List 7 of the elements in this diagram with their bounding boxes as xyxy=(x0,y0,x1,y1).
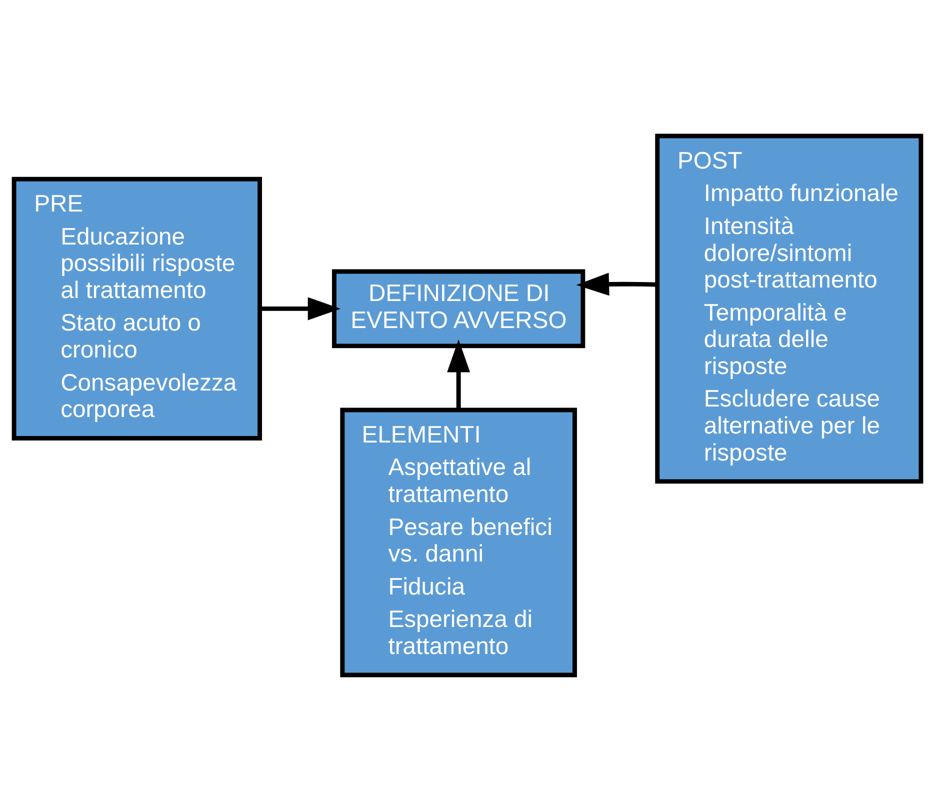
node-box: PRE Educazione possibili risposte al trattamento Stato acuto o cronico Consapevolezza corporea xyxy=(12,176,262,440)
node-box: DEFINIZIONE DI EVENTO AVVERSO xyxy=(332,269,586,348)
arrow xyxy=(260,297,341,320)
node-box: POST Impatto funzionale Intensità dolore/sintomi post-trattamento Temporalità e durata delle risposte Escludere cause alternative per le risposte xyxy=(655,134,924,484)
arrow xyxy=(576,272,657,296)
node-box: ELEMENTI Aspettative al trattamento Pesare benefici vs. danni Fiducia Esperienza di trattamento xyxy=(340,408,577,678)
arrow xyxy=(447,339,470,410)
